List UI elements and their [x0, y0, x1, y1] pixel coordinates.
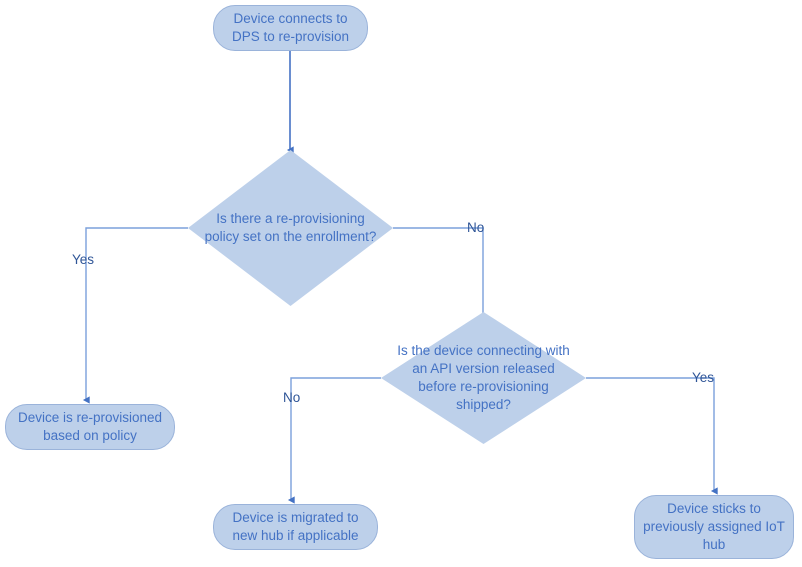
edge-api-yes: [586, 377, 718, 495]
edge-policy-no: [393, 227, 487, 326]
node-decision-api-version-label: Is the device connecting with an API ver…: [397, 343, 570, 412]
node-result-migrated-label: Device is migrated to new hub if applica…: [232, 510, 359, 543]
node-decision-policy-label: Is there a re-provisioning policy set on…: [204, 211, 377, 244]
edge-label-api-no: No: [283, 390, 301, 405]
node-result-migrated[interactable]: Device is migrated to new hub if applica…: [213, 504, 378, 550]
node-result-sticks-label: Device sticks to previously assigned IoT…: [643, 501, 785, 552]
node-result-reprovisioned-label: Device is re-provisioned based on policy: [17, 410, 163, 443]
node-decision-api-version[interactable]: Is the device connecting with an API ver…: [381, 312, 586, 444]
node-start-label: Device connects to DPS to re-provision: [231, 11, 350, 44]
node-decision-policy[interactable]: Is there a re-provisioning policy set on…: [188, 150, 393, 306]
node-result-sticks[interactable]: Device sticks to previously assigned IoT…: [634, 495, 794, 559]
edge-policy-yes: [82, 227, 188, 404]
node-start[interactable]: Device connects to DPS to re-provision: [213, 5, 368, 51]
edge-api-no: [287, 377, 381, 504]
edge-label-api-yes: Yes: [692, 370, 715, 385]
edge-label-policy-no: No: [467, 220, 485, 235]
edge-label-policy-yes: Yes: [72, 252, 95, 267]
node-result-reprovisioned[interactable]: Device is re-provisioned based on policy: [5, 404, 175, 450]
